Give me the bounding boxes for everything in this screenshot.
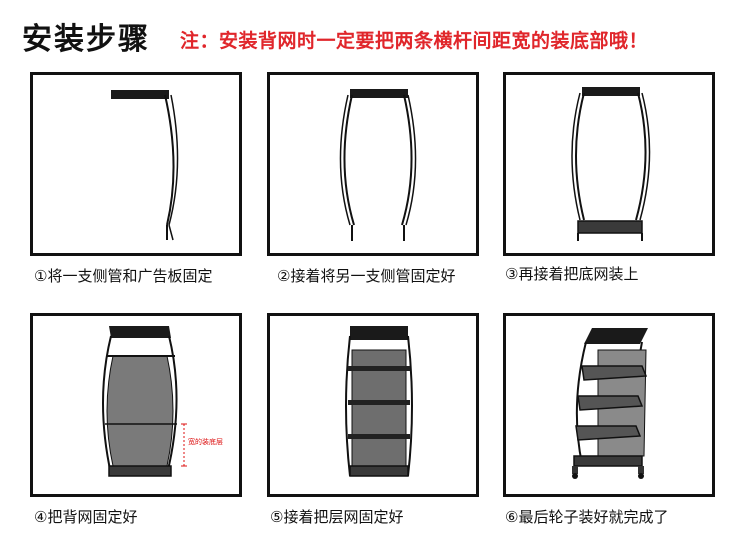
- step-5-caption: ⑤接着把层网固定好: [270, 508, 404, 526]
- page-title: 安装步骤: [22, 22, 150, 57]
- rack-illustration-step-3: [571, 87, 651, 241]
- width-annotation: 宽的装底层: [188, 438, 223, 446]
- step-2-image: [267, 72, 479, 256]
- rack-illustration-step-6: [572, 328, 648, 479]
- step-1-caption: ①将一支侧管和广告板固定: [34, 267, 213, 285]
- step-6-caption: ⑥最后轮子装好就完成了: [505, 508, 669, 526]
- rack-illustration-step-4: [102, 326, 187, 477]
- rack-illustration-step-2: [339, 89, 417, 241]
- step-6-image: [503, 313, 715, 497]
- rack-illustration-step-5: [345, 326, 413, 477]
- step-3-image: [503, 72, 715, 256]
- step-3-caption: ③再接着把底网装上: [505, 265, 639, 283]
- rack-illustration-step-1: [111, 90, 179, 241]
- step-4-caption: ④把背网固定好: [34, 508, 138, 526]
- step-2-caption: ②接着将另一支侧管固定好: [277, 267, 456, 285]
- step-1-image: [30, 72, 242, 256]
- install-note: 注：安装背网时一定要把两条横杆间距宽的装底部哦！: [180, 30, 649, 52]
- step-5-image: [267, 313, 479, 497]
- step-4-image: 宽的装底层: [30, 313, 242, 497]
